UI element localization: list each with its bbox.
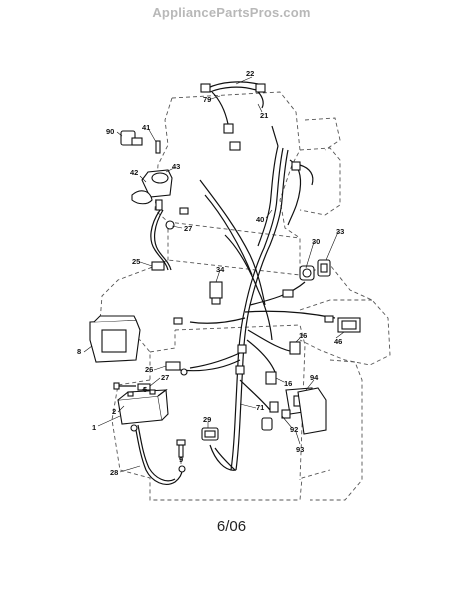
part-label-2: 2 <box>112 407 116 416</box>
part-label-30: 30 <box>312 237 320 246</box>
part-label-90: 90 <box>106 127 114 136</box>
part-label-43: 43 <box>172 162 180 171</box>
part-label-29: 29 <box>203 415 211 424</box>
part-label-5: 5 <box>143 385 147 394</box>
clip-26 <box>165 361 188 376</box>
rh-components <box>261 341 327 435</box>
part-label-34: 34 <box>216 265 225 274</box>
part-label-26: 26 <box>145 365 153 374</box>
part-label-25: 25 <box>132 257 140 266</box>
part-label-33: 33 <box>336 227 344 236</box>
switch-30 <box>299 265 315 281</box>
connector-46 <box>337 317 361 333</box>
part-label-71: 71 <box>256 403 264 412</box>
part-label-93: 93 <box>296 445 304 454</box>
harness-connectors <box>173 161 334 375</box>
switch-33 <box>317 259 331 277</box>
part-label-46: 46 <box>334 337 342 346</box>
part-label-27b: 27 <box>161 373 169 382</box>
part-label-16a: 16 <box>299 331 307 340</box>
part-label-1: 1 <box>92 423 96 432</box>
cable-25 <box>150 209 172 271</box>
site-header: AppliancePartsPros.com <box>152 5 311 20</box>
wire-harness <box>179 125 336 471</box>
relay-34 <box>209 281 223 305</box>
part-label-8: 8 <box>77 347 81 356</box>
part-label-41: 41 <box>142 123 150 132</box>
part-90-bracket <box>120 130 143 146</box>
connector-29 <box>201 427 219 441</box>
cable-28 <box>130 424 186 485</box>
part-label-94: 94 <box>310 373 319 382</box>
part-label-22: 22 <box>246 69 254 78</box>
part-label-28: 28 <box>110 468 118 477</box>
cover-5 <box>137 383 151 391</box>
battery-box-8 <box>89 315 141 363</box>
battery-1 <box>117 388 169 425</box>
leader-lines <box>83 76 345 473</box>
part-label-16b: 16 <box>284 379 292 388</box>
chassis-outline <box>99 91 391 501</box>
date-code: 6/06 <box>216 518 247 535</box>
part-labels: 22 79 21 90 41 43 42 40 27 25 30 33 34 8… <box>77 69 344 477</box>
part-label-21: 21 <box>260 111 268 120</box>
part-label-79: 79 <box>203 95 211 104</box>
part-label-92: 92 <box>290 425 298 434</box>
part-label-40: 40 <box>256 215 264 224</box>
solenoid-assembly <box>131 140 175 230</box>
part-label-27a: 27 <box>184 224 192 233</box>
part-label-42: 42 <box>130 168 138 177</box>
bolt-2 <box>113 382 136 390</box>
part-label-9: 9 <box>179 455 183 464</box>
top-harness <box>200 81 266 151</box>
